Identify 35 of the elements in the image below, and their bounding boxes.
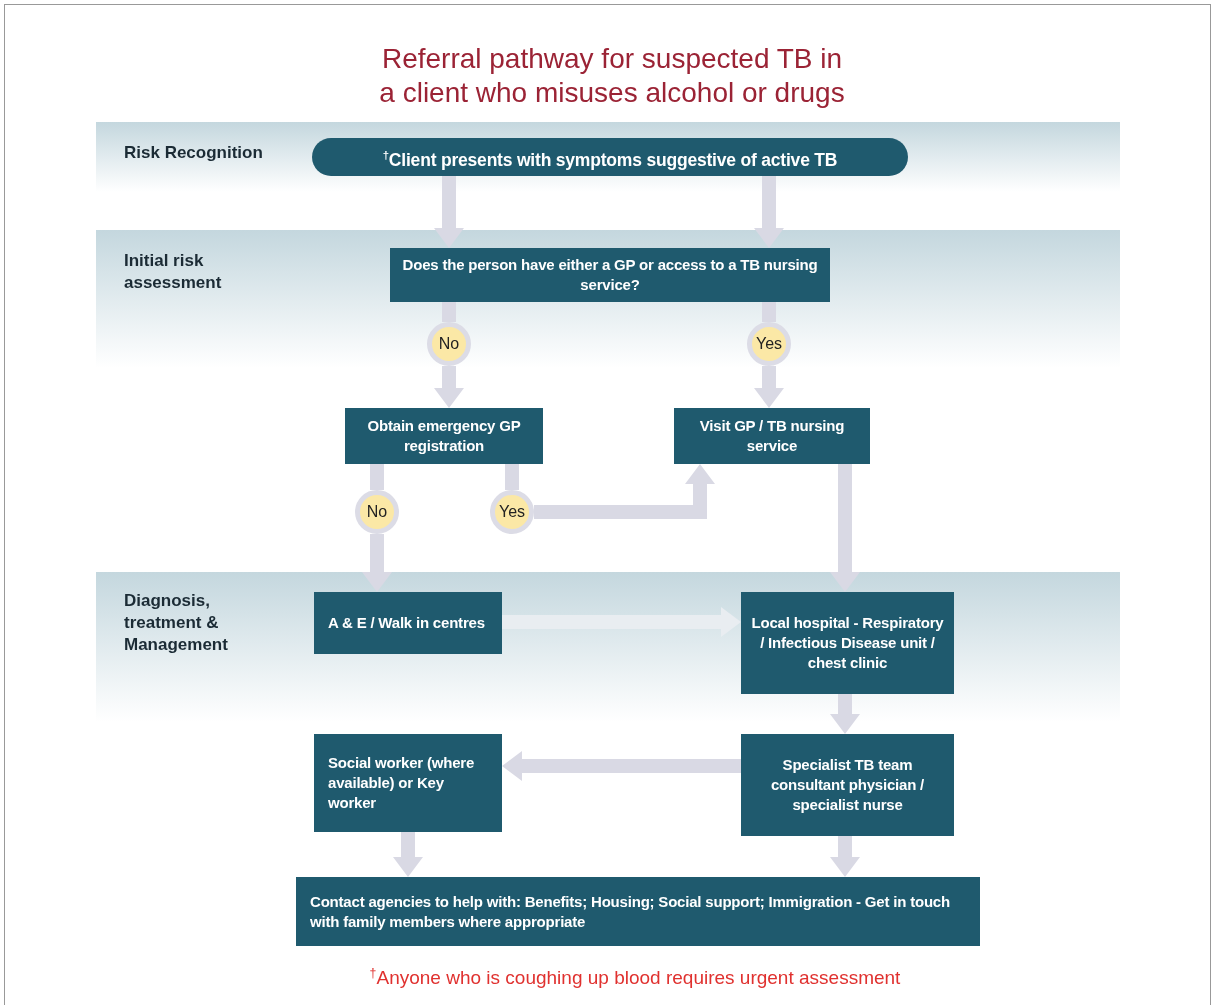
diagram-title: Referral pathway for suspected TB in a client who misuses alcohol or drugs bbox=[378, 42, 846, 110]
process-box: Visit GP / TB nursing service bbox=[674, 408, 870, 464]
process-box: Contact agencies to help with: Benefits; Housing; Social support; Immigration - Get in touch with family members where appropriate bbox=[296, 877, 980, 946]
arrow bbox=[434, 366, 464, 408]
answer-circle: No bbox=[427, 322, 471, 366]
connector-line bbox=[762, 302, 776, 322]
arrow bbox=[393, 832, 423, 877]
lane-label: Diagnosis, treatment & Management bbox=[124, 590, 229, 656]
footnote: $^{†}$Anyone who is coughing up blood requires urgent assessment bbox=[368, 966, 902, 990]
process-box: Social worker (where available) or Key worker bbox=[314, 734, 502, 832]
process-box: Specialist TB team consultant physician / specialist nurse bbox=[741, 734, 954, 836]
connector-line bbox=[370, 464, 384, 490]
lane-label: Risk Recognition bbox=[124, 142, 264, 164]
arrow bbox=[362, 534, 392, 592]
arrow bbox=[502, 751, 741, 781]
connector-line bbox=[505, 464, 519, 490]
process-box: A & E / Walk in centres bbox=[314, 592, 502, 654]
arrow bbox=[502, 607, 741, 637]
process-box: Obtain emergency GP registration bbox=[345, 408, 543, 464]
arrow bbox=[830, 464, 860, 592]
connector-line bbox=[442, 302, 456, 322]
start-pill: $^{†}$Client presents with symptoms suggestive of active TB bbox=[312, 138, 908, 176]
answer-circle: No bbox=[355, 490, 399, 534]
swimlane-band bbox=[96, 230, 1120, 368]
arrow bbox=[434, 176, 464, 248]
process-box: Local hospital - Respiratory / Infectious Disease unit / chest clinic bbox=[741, 592, 954, 694]
process-box: Does the person have either a GP or access to a TB nursing service? bbox=[390, 248, 830, 302]
lane-label: Initial risk assessment bbox=[124, 250, 223, 294]
answer-circle: Yes bbox=[747, 322, 791, 366]
arrow bbox=[534, 464, 715, 519]
arrow bbox=[754, 176, 784, 248]
arrow bbox=[830, 836, 860, 877]
arrow bbox=[754, 366, 784, 408]
answer-circle: Yes bbox=[490, 490, 534, 534]
arrow bbox=[830, 694, 860, 734]
